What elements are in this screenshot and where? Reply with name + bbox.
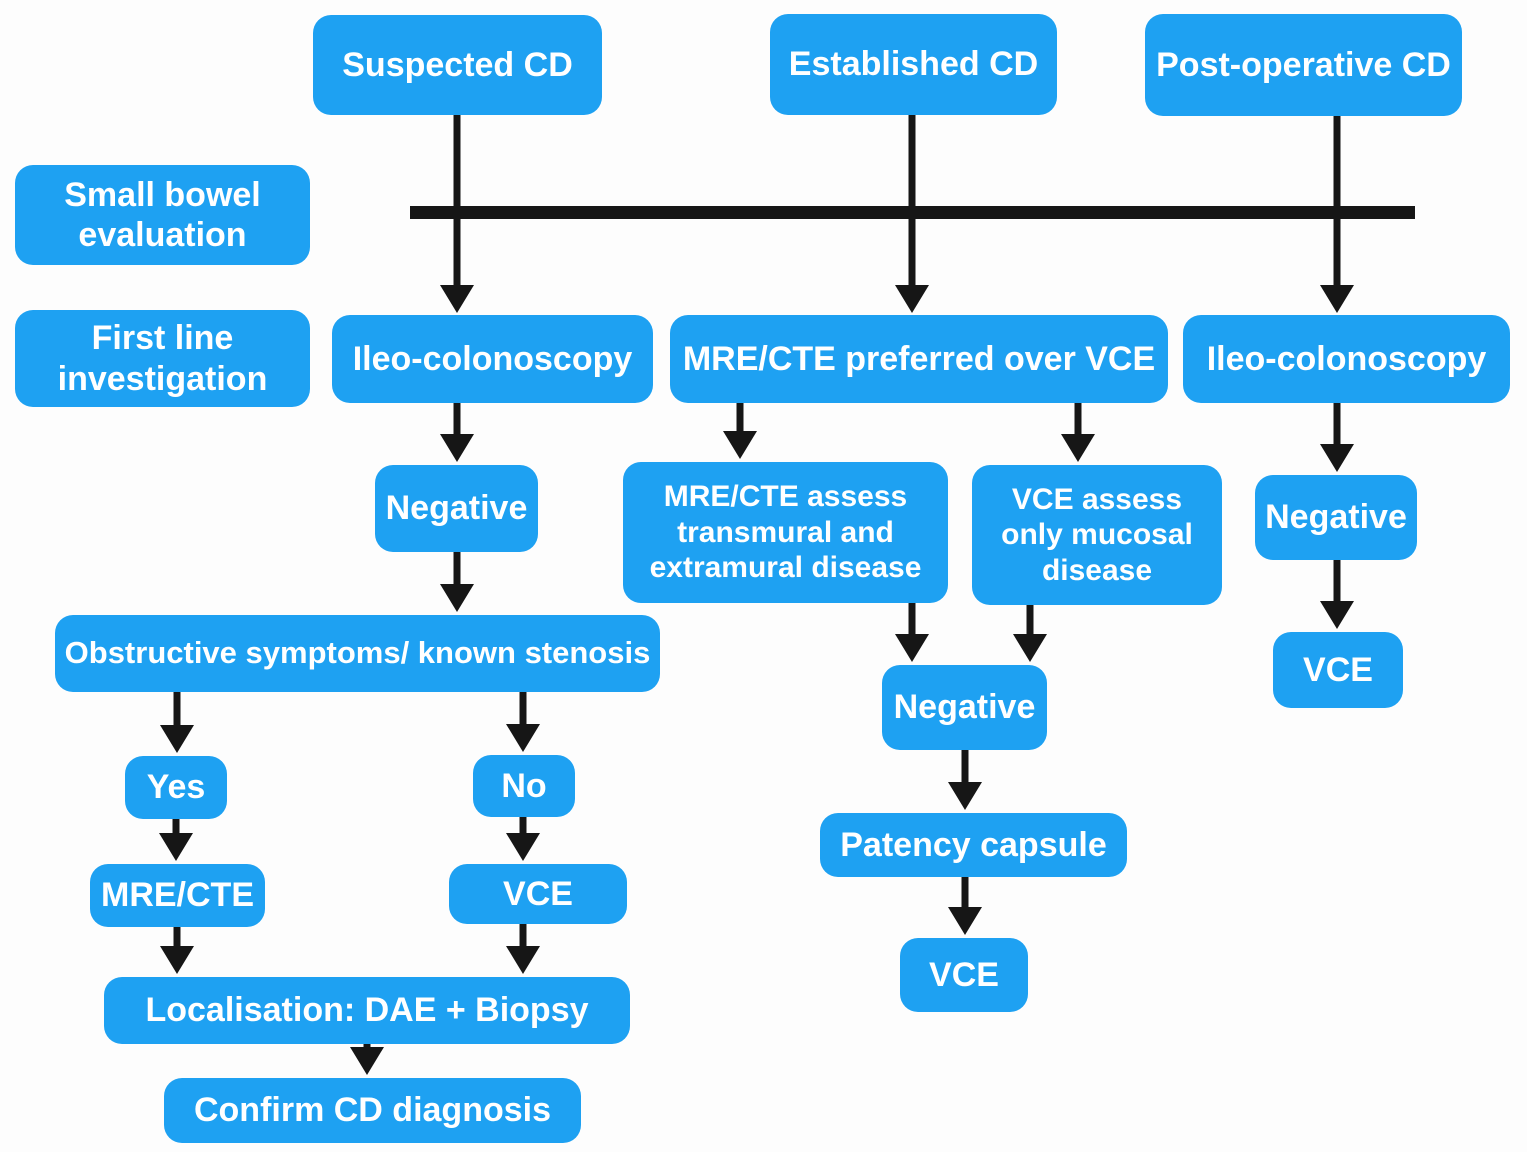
node-obstructive-symptoms: Obstructive symptoms/ known stenosis xyxy=(55,615,660,692)
node-mre-cte-preferred: MRE/CTE preferred over VCE xyxy=(670,315,1168,403)
node-negative-right: Negative xyxy=(1255,475,1417,560)
node-ileo-colonoscopy-right: Ileo-colonoscopy xyxy=(1183,315,1510,403)
node-established-cd: Established CD xyxy=(770,14,1057,115)
node-vce-after-patency: VCE xyxy=(900,938,1028,1012)
node-no: No xyxy=(473,755,575,817)
node-negative-left: Negative xyxy=(375,465,538,552)
node-confirm-cd: Confirm CD diagnosis xyxy=(164,1078,581,1143)
node-localisation: Localisation: DAE + Biopsy xyxy=(104,977,630,1044)
node-ileo-colonoscopy-left: Ileo-colonoscopy xyxy=(332,315,653,403)
node-mre-cte-yes: MRE/CTE xyxy=(90,864,265,927)
node-mre-cte-assess: MRE/CTE assess transmural and extramural… xyxy=(623,462,948,603)
node-vce-no: VCE xyxy=(449,864,627,924)
node-postoperative-cd: Post-operative CD xyxy=(1145,14,1462,116)
node-vce-assess: VCE assess only mucosal disease xyxy=(972,465,1222,605)
node-suspected-cd: Suspected CD xyxy=(313,15,602,115)
node-yes: Yes xyxy=(125,756,227,819)
node-small-bowel-evaluation: Small bowel evaluation xyxy=(15,165,310,265)
node-negative-mid: Negative xyxy=(882,665,1047,750)
node-vce-postop: VCE xyxy=(1273,632,1403,708)
node-patency-capsule: Patency capsule xyxy=(820,813,1127,877)
node-first-line-investigation: First line investigation xyxy=(15,310,310,407)
